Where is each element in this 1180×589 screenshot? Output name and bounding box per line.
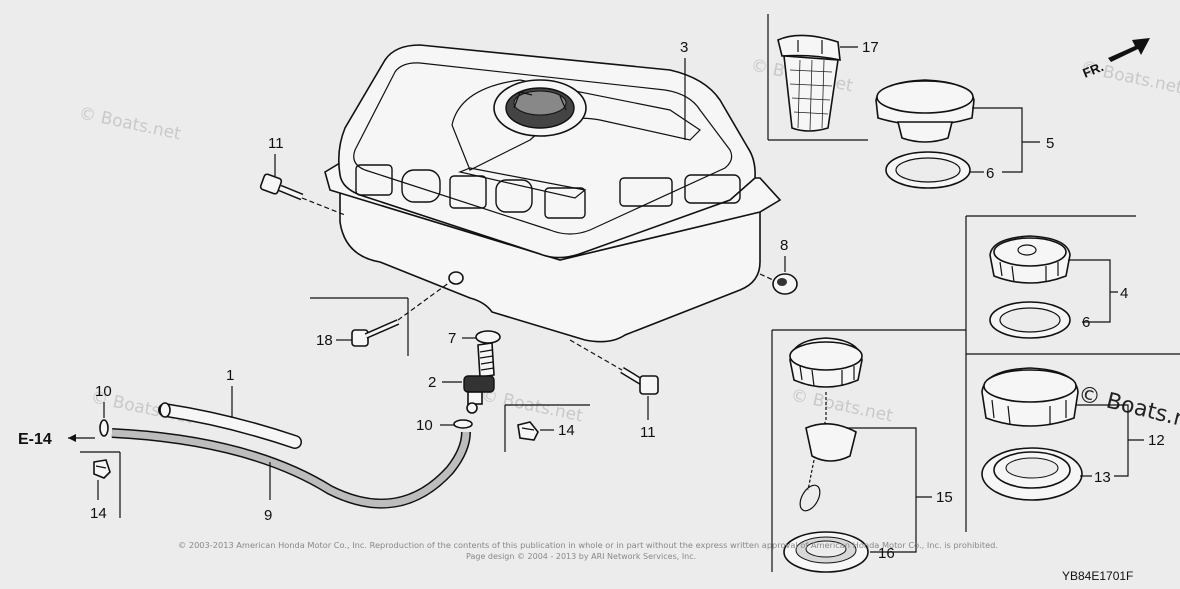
leader-line	[1076, 404, 1144, 477]
callout-9: 9	[264, 507, 272, 524]
callout-6: 6	[986, 165, 994, 182]
hose-clip-10	[99, 419, 109, 437]
callout-7: 7	[448, 330, 456, 347]
bolt-11-right	[620, 367, 659, 395]
fuel-tank	[324, 44, 782, 343]
callout-14: 14	[90, 505, 107, 522]
callout-6: 6	[1082, 314, 1090, 331]
seal-16	[783, 531, 869, 573]
bolt-18	[351, 319, 400, 347]
brand-relief	[355, 164, 741, 219]
leader-line	[301, 197, 346, 216]
callout-18: 18	[316, 332, 333, 349]
callout-17: 17	[862, 39, 879, 56]
diagram-code: YB84E1701F	[1062, 569, 1133, 583]
leader-line	[397, 281, 451, 321]
callout-16: 16	[878, 545, 895, 562]
watermark: © Boats.net	[479, 385, 585, 426]
callout-4: 4	[1120, 285, 1128, 302]
fuel-cap-15	[789, 337, 863, 512]
watermark: © Boats.net	[789, 385, 895, 426]
clamp-14-left	[93, 459, 111, 479]
leader-line	[846, 427, 932, 553]
o-ring-7	[475, 330, 501, 344]
clamp-14	[517, 421, 539, 441]
copyright-notice: © 2003-2013 American Honda Motor Co., In…	[178, 541, 998, 550]
leader-line	[569, 339, 623, 371]
nut-8	[772, 273, 798, 295]
bolt-11-left	[259, 173, 304, 201]
fuel-valve-2	[463, 342, 495, 414]
fuel-cap-4	[989, 235, 1071, 284]
leader-line	[759, 273, 774, 281]
watermark: © Boats.net	[77, 103, 183, 144]
callout-10: 10	[416, 417, 433, 434]
callout-2: 2	[428, 374, 436, 391]
arrow-head	[68, 434, 76, 442]
fuel-cap-12	[981, 367, 1079, 427]
callout-13: 13	[1094, 469, 1111, 486]
callout-15: 15	[936, 489, 953, 506]
front-label: FR.	[1081, 59, 1106, 81]
callout-3: 3	[680, 39, 688, 56]
washer-6	[885, 151, 971, 189]
callout-10: 10	[95, 383, 112, 400]
hose-clip-10	[453, 419, 473, 429]
callout-8: 8	[780, 237, 788, 254]
callout-11: 11	[268, 135, 284, 152]
leader-line	[1068, 259, 1118, 323]
fuel-hose-1	[158, 402, 302, 449]
fuel-strainer-17	[777, 34, 841, 132]
seal-13	[981, 447, 1083, 501]
callout-5: 5	[1046, 135, 1054, 152]
washer-6b	[989, 301, 1071, 339]
fuel-cap-5	[875, 79, 975, 143]
reference-e14: E-14	[18, 431, 52, 448]
callout-14: 14	[558, 422, 575, 439]
leader-line	[972, 107, 1040, 173]
callout-12: 12	[1148, 432, 1165, 449]
callout-1: 1	[226, 367, 234, 384]
front-direction-arrow: FR.	[1081, 38, 1150, 81]
page-design-notice: Page design © 2004 - 2013 by ARI Network…	[466, 552, 696, 561]
fuel-hose-9	[111, 428, 471, 509]
callout-11: 11	[640, 424, 656, 441]
